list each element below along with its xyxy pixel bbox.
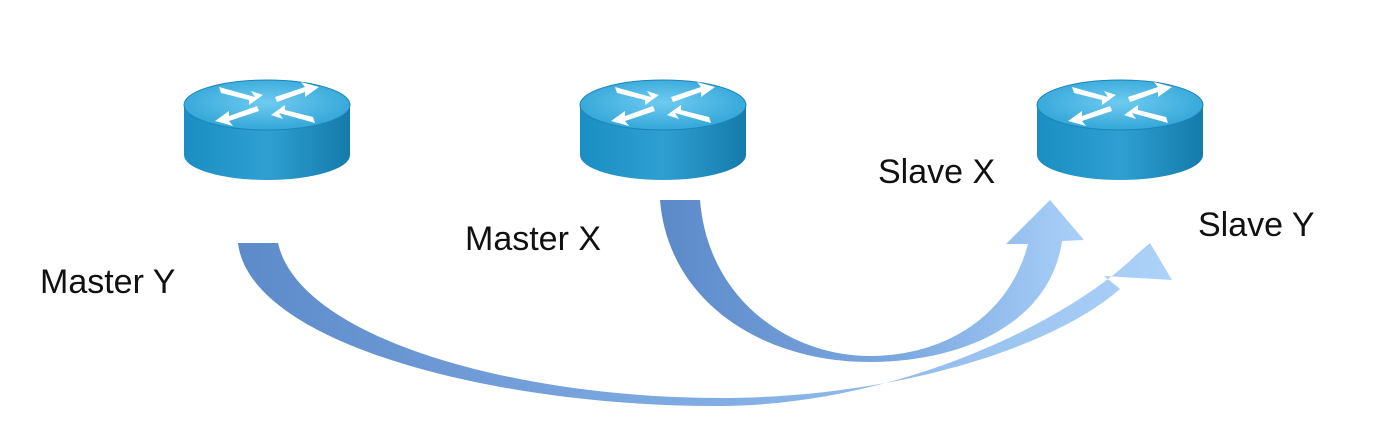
router-icon [579, 79, 747, 181]
label-master-y: Master Y [40, 263, 176, 301]
router-icon [1036, 79, 1204, 181]
label-slave-x: Slave X [878, 153, 996, 191]
label-slave-y: Slave Y [1198, 206, 1315, 244]
arrow-master-x-to-slave-x [660, 200, 1084, 362]
label-master-x: Master X [465, 220, 602, 258]
router-icon [183, 79, 351, 181]
